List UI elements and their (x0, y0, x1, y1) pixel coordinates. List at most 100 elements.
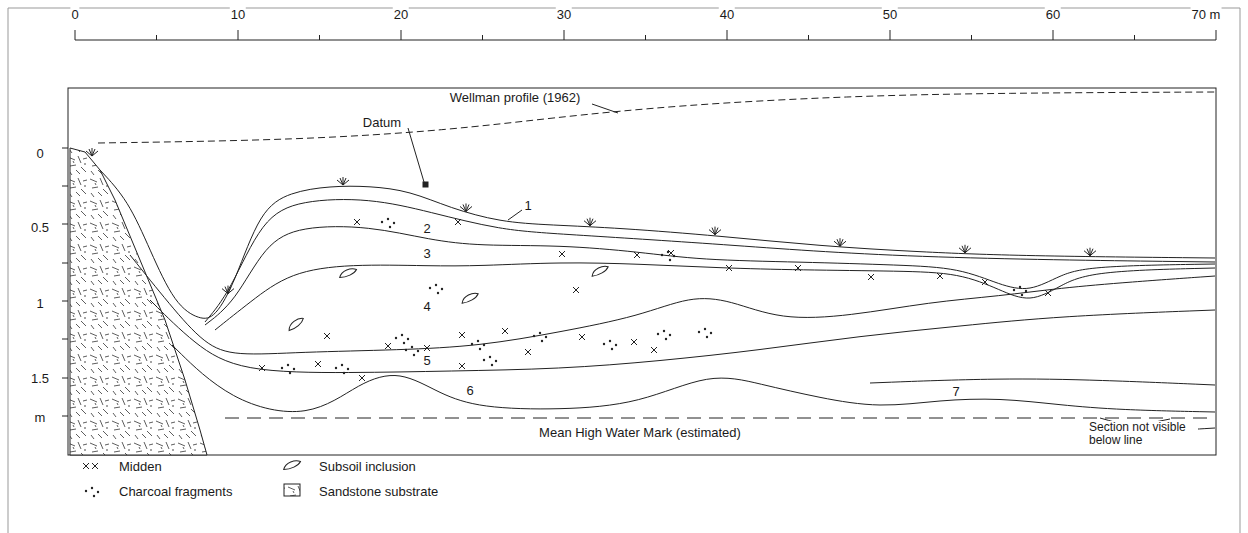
drawing-part (341, 364, 343, 366)
charcoal-fragments (471, 340, 485, 350)
midden-mark (651, 347, 657, 353)
drawing-part (459, 332, 465, 338)
legend-label: Subsoil inclusion (318, 459, 417, 474)
leader-line (592, 104, 618, 113)
scale-tick (75, 30, 76, 40)
layer-number: 2 (422, 221, 431, 236)
drawing-part (97, 491, 99, 493)
midden-mark (354, 219, 360, 225)
midden-mark (634, 252, 640, 258)
drawing-part (281, 367, 283, 369)
scale-number: 40 (719, 7, 735, 22)
datum-marker (423, 182, 428, 187)
drawing-part (704, 328, 706, 330)
midden-mark (937, 273, 943, 279)
depth-tick (62, 416, 68, 417)
drawing-part (590, 221, 596, 226)
charcoal-fragments (533, 332, 547, 342)
drawing-part (669, 259, 671, 261)
stratum-boundary (870, 379, 1215, 385)
drawing-part (726, 265, 732, 271)
depth-number: 0 (35, 146, 44, 161)
drawing-part (1090, 251, 1096, 256)
drawing-part (495, 360, 497, 362)
charcoal-fragments (335, 364, 349, 374)
midden-mark (359, 375, 365, 381)
drawing-part (466, 206, 472, 211)
drawing-part (525, 349, 531, 355)
drawing-part (715, 230, 721, 235)
drawing-part (502, 328, 508, 334)
midden-mark (631, 339, 637, 345)
scale-tick (482, 35, 483, 40)
scale-tick (1134, 35, 1135, 40)
drawing-part (477, 340, 479, 342)
scale-number: 10 (230, 7, 246, 22)
drawing-part (669, 334, 671, 336)
scale-number: 70 m (1191, 7, 1222, 22)
drawing-part (92, 463, 98, 469)
drawing-part (657, 333, 659, 335)
charcoal-fragments (395, 334, 409, 344)
drawing-part (405, 349, 407, 351)
drawing-part (347, 368, 349, 370)
scale-tick (156, 35, 157, 40)
drawing-part (387, 218, 389, 220)
drawing-part (417, 350, 419, 352)
drawing-part (335, 367, 337, 369)
charcoal-fragments (405, 346, 419, 356)
annotation: Mean High Water Mark (estimated) (538, 425, 742, 440)
midden-mark (315, 361, 321, 367)
depth-tick (62, 378, 68, 379)
drawing-part (89, 149, 92, 156)
scale-tick (238, 30, 239, 40)
layer-number: 3 (422, 246, 431, 261)
drawing-part (385, 343, 391, 349)
drawing-part (712, 228, 715, 235)
drawing-part (411, 346, 413, 348)
midden-mark (83, 463, 89, 469)
midden-mark (455, 219, 461, 225)
drawing-part (706, 336, 708, 338)
drawing-part (587, 219, 590, 226)
drawing-part (479, 348, 481, 350)
midden-mark (385, 343, 391, 349)
drawing-part (91, 487, 93, 489)
drawing-part (93, 495, 95, 497)
drawing-part (651, 347, 657, 353)
scale-number: 20 (393, 7, 409, 22)
stratum-boundary (150, 300, 1215, 373)
charcoal-fragments (657, 330, 671, 340)
drawing-part (354, 219, 360, 225)
scale-tick (401, 30, 402, 40)
drawing-part (868, 274, 874, 280)
scale-tick (808, 35, 809, 40)
scale-number: 60 (1045, 7, 1061, 22)
drawing-part (407, 338, 409, 340)
midden-mark (726, 265, 732, 271)
drawing-part (359, 375, 365, 381)
grass-tuft (460, 203, 472, 211)
midden-mark (424, 345, 430, 351)
midden-mark (1045, 290, 1051, 296)
drawing-part (343, 180, 349, 185)
subsoil-inclusion (460, 292, 479, 303)
drawing-part (840, 241, 846, 246)
drawing-part (92, 463, 98, 469)
drawing-part (83, 463, 89, 469)
charcoal-fragments (85, 487, 99, 497)
drawing-part (424, 345, 430, 351)
drawing-part (962, 246, 965, 253)
drawing-part (502, 328, 508, 334)
drawing-part (83, 463, 89, 469)
drawing-part (389, 226, 391, 228)
scale-tick (645, 35, 646, 40)
midden-mark (459, 363, 465, 369)
drawing-part (634, 252, 640, 258)
drawing-part (937, 273, 943, 279)
drawing-part (393, 222, 395, 224)
drawing-part (463, 204, 466, 211)
drawing-part (483, 359, 485, 361)
wellman-profile (98, 92, 1215, 143)
